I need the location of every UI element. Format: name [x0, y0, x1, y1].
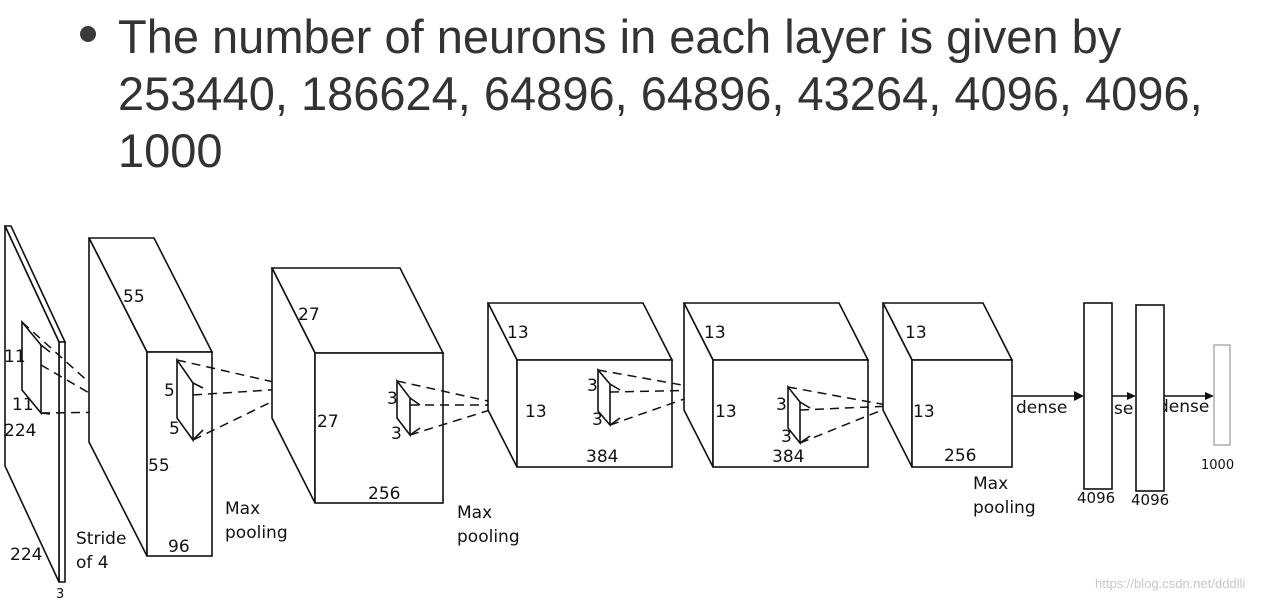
conv2-front-face [314, 352, 444, 504]
conv3-dash-3 [609, 389, 711, 426]
conv2-layer: 27 27 256 3 3 [270, 267, 507, 504]
conv1-top-label: 55 [123, 287, 145, 307]
conv1-layer: 55 55 96 5 5 Stride of 4 [76, 237, 301, 573]
slide-heading: The number of neurons in each layer is g… [0, 0, 1280, 185]
conv5-layer: 13 13 256 [881, 302, 1014, 468]
conv4-dash-2 [799, 405, 893, 411]
input-kernel-label-1: 11 [4, 347, 26, 367]
conv4-top-label: 13 [704, 323, 726, 343]
conv4-height-label: 13 [715, 402, 737, 422]
conv4-dash-1 [787, 386, 893, 407]
dense-arrowhead-3 [1205, 392, 1214, 400]
conv3-height-label: 13 [525, 402, 547, 422]
conv4-kernel-label-1: 3 [776, 395, 787, 415]
fc6-layer [1083, 302, 1113, 490]
input-layer: 11 11 224 224 3 [3, 225, 123, 602]
pool2-label-line-2: pooling [457, 527, 520, 547]
fc7-layer [1135, 304, 1165, 492]
input-width-label: 224 [10, 545, 42, 565]
conv2-depth-label: 256 [368, 484, 400, 504]
conv1-kernel-edge [192, 382, 204, 389]
input-kernel-label-2: 11 [12, 395, 34, 415]
conv3-layer: 13 13 384 3 3 [486, 302, 711, 468]
bullet-text: The number of neurons in each layer is g… [118, 10, 1203, 177]
conv5-top-label: 13 [905, 323, 927, 343]
conv4-dash-3 [799, 405, 893, 444]
conv2-top-label: 27 [298, 305, 320, 325]
pool2-label-line-1: Max [457, 503, 492, 523]
conv1-depth-label: 96 [168, 537, 190, 557]
conv5-front-face [911, 359, 1013, 468]
pool3-label-line-1: Max [973, 474, 1008, 494]
output-layer [1213, 344, 1231, 446]
conv5-depth-label: 256 [944, 446, 976, 466]
conv4-kernel-label-2: 3 [781, 427, 792, 447]
conv4-kernel-edge [799, 401, 811, 409]
output-label: 1000 [1201, 458, 1234, 473]
dense-arrowhead-1 [1074, 391, 1084, 401]
conv1-kernel-label-1: 5 [164, 381, 175, 401]
conv1-kernel-edge-b [192, 429, 204, 441]
watermark: https://blog.csdn.net/dddlli [1095, 576, 1245, 591]
conv3-top-label: 13 [507, 323, 529, 343]
bullet-dot-icon [80, 26, 96, 42]
input-depth-label: 3 [56, 587, 64, 602]
input-side-face [58, 341, 66, 583]
stride-label-line-2: of 4 [76, 553, 109, 573]
fc6-label: 4096 [1077, 489, 1115, 507]
conv4-layer: 13 13 384 3 3 [682, 302, 893, 468]
dense-label-2: se [1114, 399, 1133, 419]
conv3-kernel-label-1: 3 [587, 376, 598, 396]
conv1-dash-3 [192, 387, 301, 441]
dense-arrowhead-2 [1127, 392, 1136, 400]
conv5-height-label: 13 [913, 402, 935, 422]
input-kernel-edge [40, 344, 51, 353]
conv1-height-label: 55 [148, 456, 170, 476]
conv1-kernel-label-2: 5 [169, 419, 180, 439]
conv3-kernel-edge [609, 383, 621, 391]
pool1-label-line-2: pooling [225, 523, 288, 543]
conv2-kernel-label-1: 3 [387, 389, 398, 409]
conv3-kernel-label-2: 3 [592, 410, 603, 430]
pool3-label-line-2: pooling [973, 498, 1036, 518]
pool1-label-line-1: Max [225, 499, 260, 519]
input-front-face [4, 225, 60, 583]
dense-label-3: dense [1158, 397, 1209, 417]
dense-label-1: dense [1016, 398, 1067, 418]
dense-connections: dense se dense [1012, 391, 1214, 419]
conv2-kernel-edge [409, 397, 421, 406]
conv4-depth-label: 384 [772, 447, 804, 467]
fc7-label: 4096 [1131, 491, 1169, 509]
conv1-dash-2 [192, 387, 301, 396]
conv3-depth-label: 384 [586, 447, 618, 467]
input-height-label: 224 [4, 421, 36, 441]
conv2-height-label: 27 [317, 412, 339, 432]
stride-label-line-1: Stride [76, 529, 126, 549]
conv3-front-face [516, 359, 673, 468]
conv2-kernel-label-2: 3 [391, 424, 402, 444]
